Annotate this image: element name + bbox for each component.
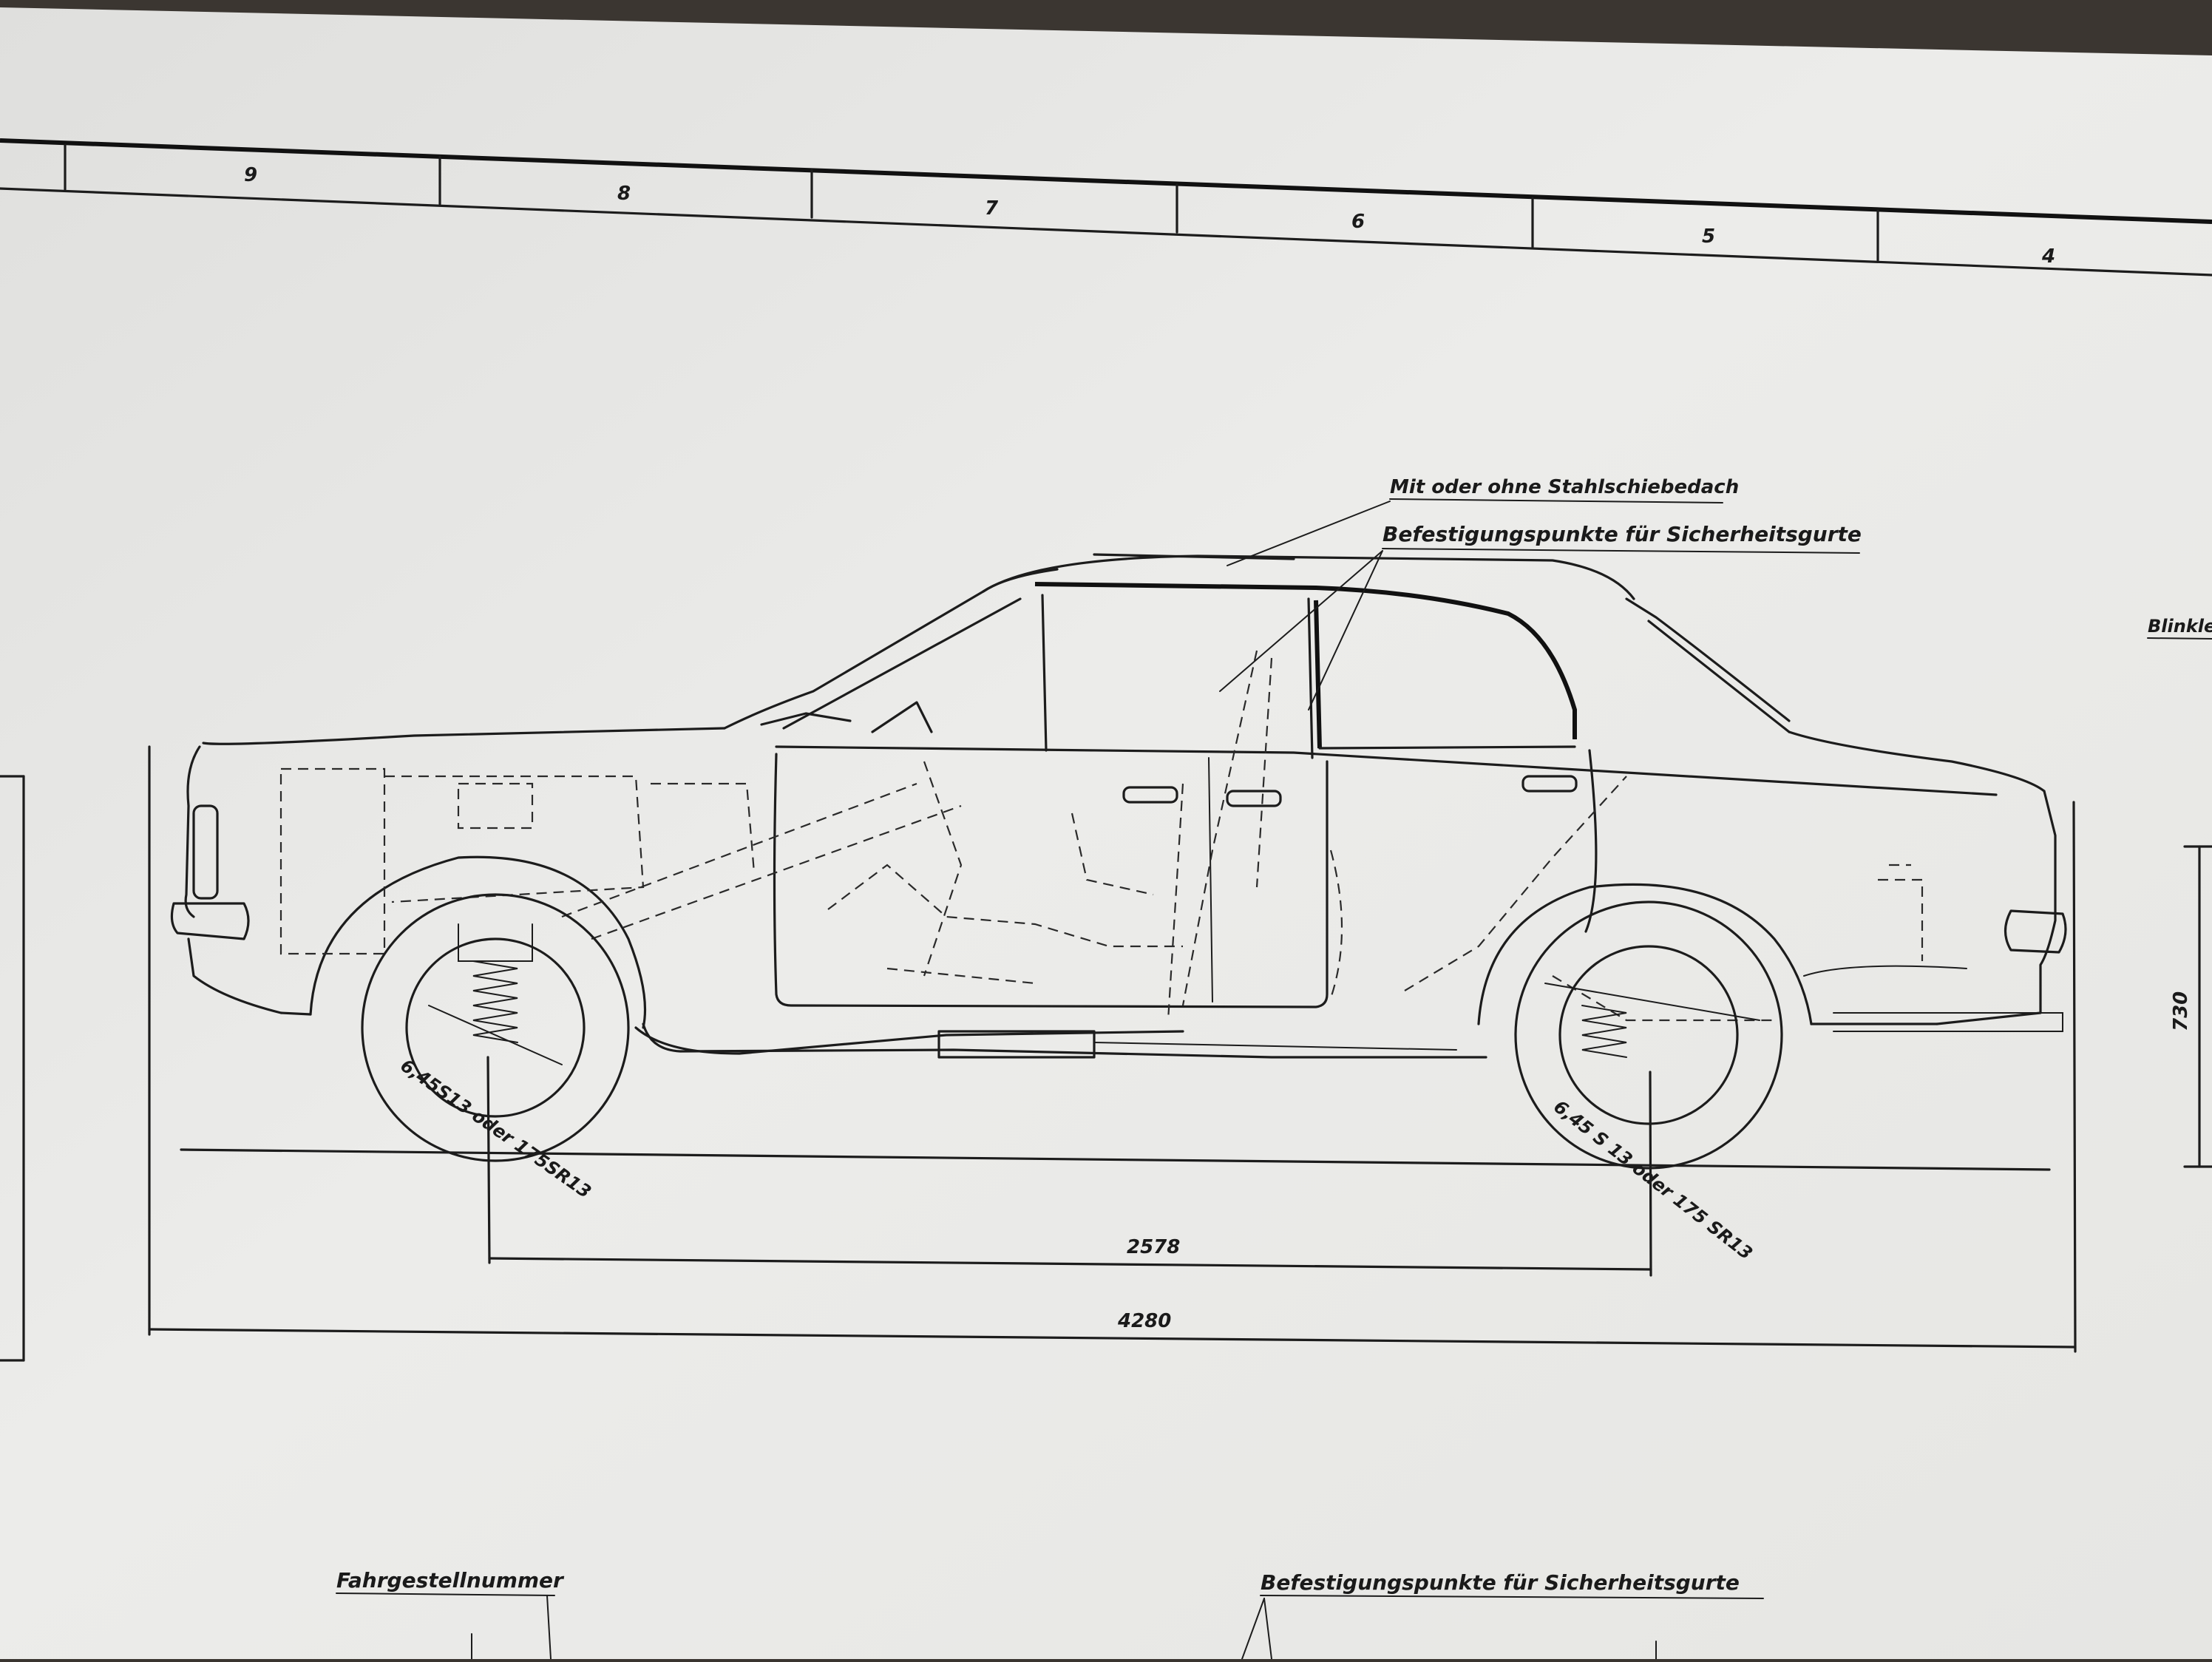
grid-column-label: 6 bbox=[1351, 211, 1365, 233]
chassis-number-callout: Fahrgestellnummer bbox=[336, 1568, 565, 1660]
wheelbase-dimension: 2578 bbox=[1127, 1236, 1180, 1258]
blinker-label: Blinkle bbox=[2148, 616, 2212, 637]
sunroof-callout: Mit oder ohne Stahlschiebedach bbox=[1227, 476, 1739, 566]
dimension-lines bbox=[148, 745, 2212, 1353]
paper-sheet bbox=[0, 7, 2212, 1659]
seatbelt-callout-bottom: Befestigungspunkte für Sicherheitsgurte bbox=[1241, 1570, 1764, 1660]
grid-column-label: 8 bbox=[617, 183, 631, 205]
front-wheel bbox=[361, 893, 630, 1162]
seatbelt-points-label-top: Befestigungspunkte für Sicherheitsgurte bbox=[1382, 522, 1862, 546]
grid-column-label: 7 bbox=[985, 197, 999, 220]
grid-column-label: 5 bbox=[1702, 225, 1715, 248]
chassis-number-label: Fahrgestellnummer bbox=[336, 1568, 565, 1593]
grid-zone-border: 9 8 7 6 5 4 bbox=[0, 138, 2212, 277]
seatbelt-points-label-bottom: Befestigungspunkte für Sicherheitsgurte bbox=[1261, 1570, 1740, 1595]
rear-wheel bbox=[1514, 900, 1783, 1170]
grid-column-label: 9 bbox=[244, 164, 257, 186]
height-dimension: 730 bbox=[2170, 991, 2192, 1031]
sunroof-label: Mit oder ohne Stahlschiebedach bbox=[1390, 476, 1739, 498]
left-frame-box bbox=[0, 775, 25, 1362]
ground-line bbox=[180, 1148, 2051, 1171]
overall-length-dimension: 4280 bbox=[1117, 1310, 1171, 1332]
internal-mechanicals bbox=[279, 650, 1924, 1022]
seatbelt-callout-top: Befestigungspunkte für Sicherheitsgurte bbox=[1219, 522, 1862, 710]
grid-column-label: 4 bbox=[2041, 245, 2055, 268]
